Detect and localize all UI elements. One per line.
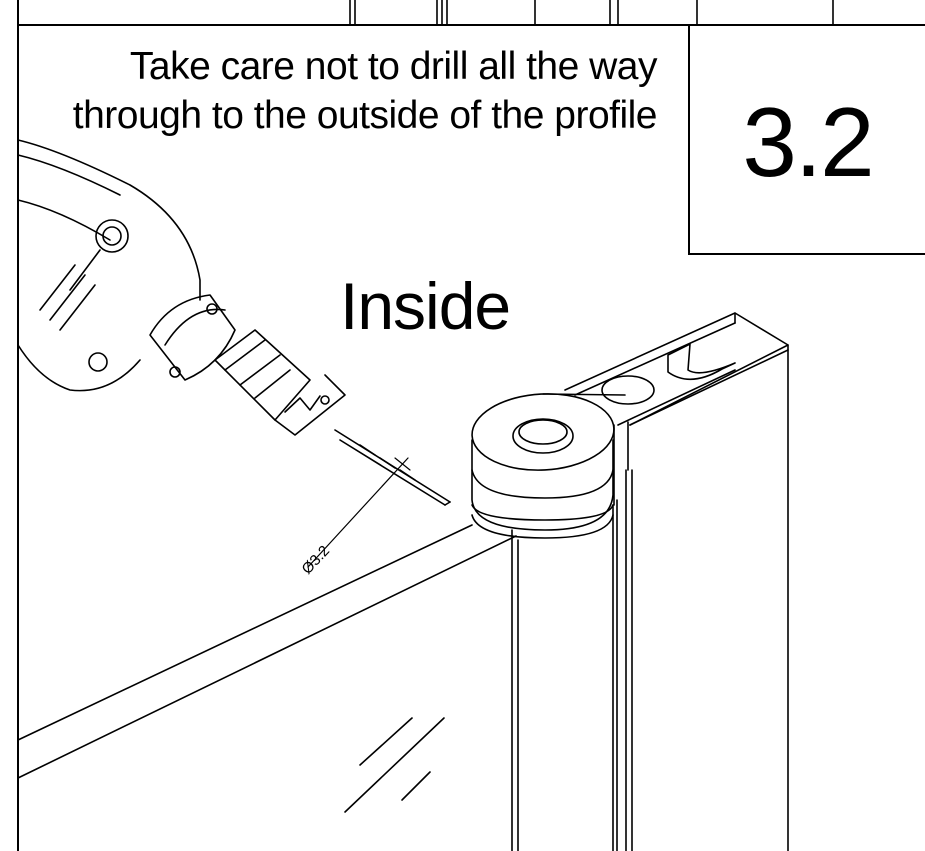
drill-diameter-dimension: Ø3.2 (298, 457, 411, 578)
hinge-profile-icon (471, 312, 789, 851)
drill-diameter-label: Ø3.2 (298, 542, 333, 577)
instruction-line-2: through to the outside of the profile (72, 94, 658, 137)
top-frame (17, 0, 925, 851)
glass-panel-icon (17, 524, 517, 813)
instruction-text: Take care not to drill all the way throu… (17, 42, 658, 140)
step-number: 3.2 (742, 87, 874, 197)
instruction-line-1: Take care not to drill all the way (129, 45, 658, 88)
drill-icon (17, 139, 451, 506)
inside-label: Inside (340, 269, 511, 343)
step-box: 3.2 (688, 25, 925, 255)
